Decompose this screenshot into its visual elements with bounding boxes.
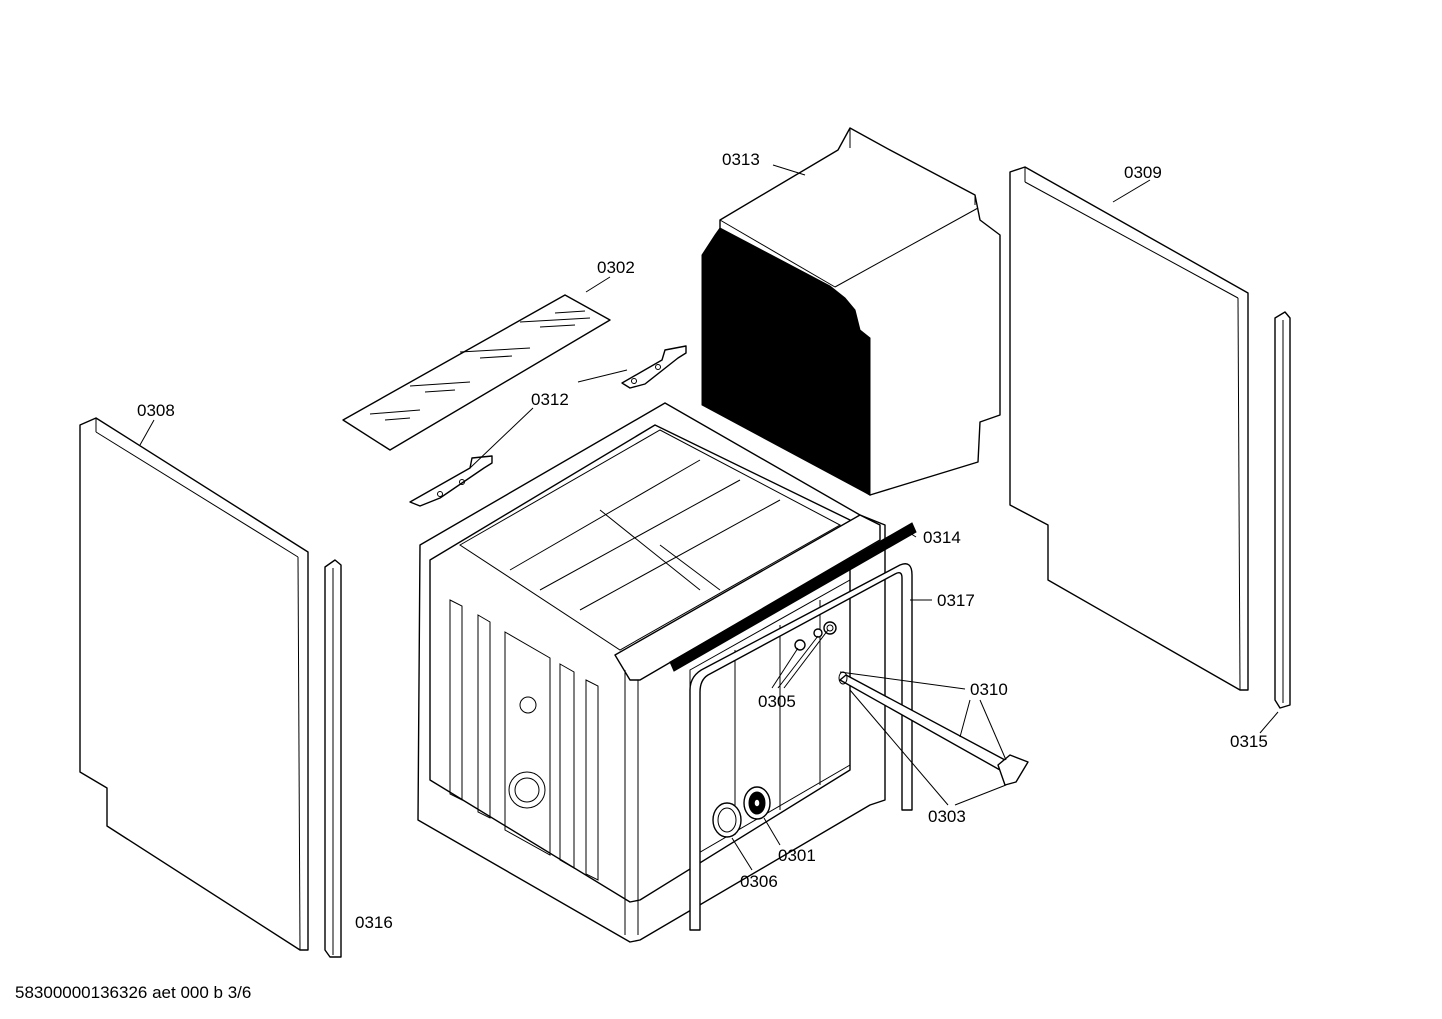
label-0312: 0312 [531, 390, 569, 409]
part-0302-insulation-panel [342, 294, 611, 451]
label-0314: 0314 [923, 528, 961, 547]
part-labels: 0313 0309 0302 0312 0308 0314 0317 0310 … [137, 150, 1268, 932]
leader-lines [139, 164, 1279, 871]
label-0305: 0305 [758, 692, 796, 711]
part-0312-bracket-upper [621, 345, 687, 389]
part-0301-filter [743, 786, 771, 820]
label-0317: 0317 [937, 591, 975, 610]
label-0301: 0301 [778, 846, 816, 865]
label-0306: 0306 [740, 872, 778, 891]
part-0312-bracket-lower [409, 455, 493, 507]
label-0313: 0313 [722, 150, 760, 169]
part-0316-strip-left [324, 559, 342, 958]
part-0306-ring [712, 802, 742, 838]
label-0316: 0316 [355, 913, 393, 932]
part-0310-pipe [838, 671, 1029, 786]
part-0313-black-insulation [701, 227, 871, 496]
part-0315-strip-right [1274, 311, 1291, 709]
label-0302: 0302 [597, 258, 635, 277]
label-0310: 0310 [970, 680, 1008, 699]
label-0309: 0309 [1124, 163, 1162, 182]
part-0317-door-seal [689, 563, 913, 931]
part-0309-side-panel-right [1009, 166, 1249, 691]
part-0314-seal-strip [669, 522, 917, 672]
label-0303: 0303 [928, 807, 966, 826]
label-0308: 0308 [137, 401, 175, 420]
label-0315: 0315 [1230, 732, 1268, 751]
footer-code: 58300000136326 aet 000 b 3/6 [15, 983, 251, 1002]
part-0308-side-panel-left [79, 417, 309, 951]
